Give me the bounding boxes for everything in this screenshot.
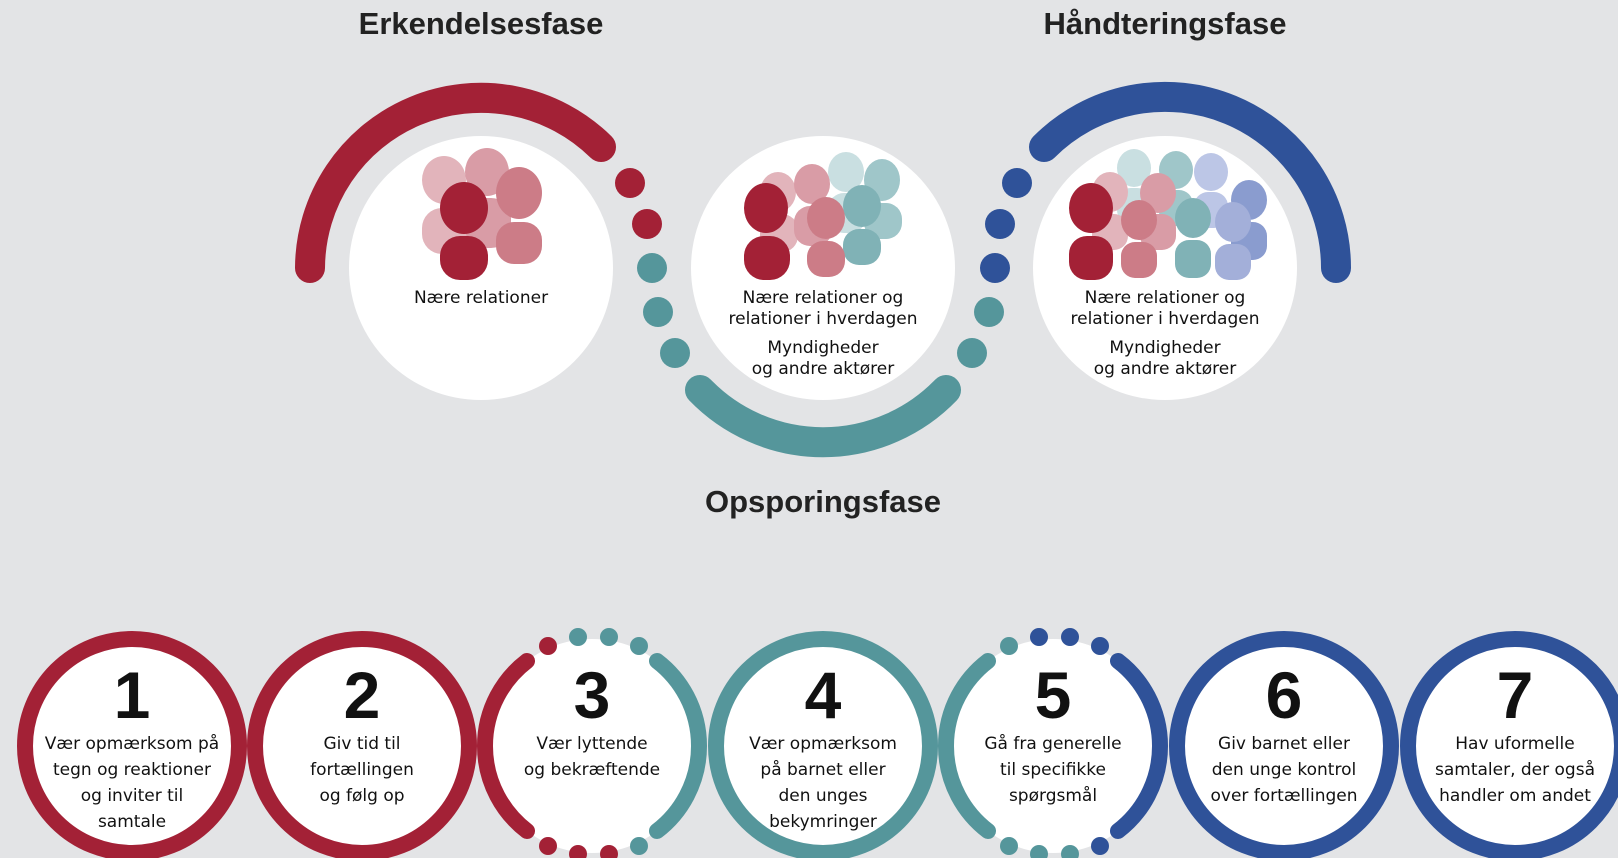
people-group-icon: [744, 152, 902, 280]
step-line: fortællingen: [310, 760, 414, 780]
label-line: Myndigheder: [1109, 338, 1221, 358]
step-ring-3-right-arc: [649, 653, 707, 839]
step-ring-7: [1400, 631, 1618, 858]
step-line: samtale: [97, 812, 167, 832]
step-line: Vær opmærksom på: [44, 734, 220, 754]
step-number-1: 1: [113, 658, 151, 732]
people-group-icon: [422, 148, 542, 280]
step-number-4: 4: [804, 658, 842, 732]
step-text-7: Hav uformelle samtaler, der også handler…: [1415, 731, 1615, 809]
step-line: den unges: [778, 786, 868, 806]
people-group-icon: [1069, 149, 1267, 280]
connector-dots-right: [957, 168, 1032, 368]
step-line: samtaler, der også: [1434, 760, 1595, 780]
step-line: Vær lyttende: [536, 734, 648, 754]
label-line: Nære relationer og: [742, 288, 904, 308]
label-line: relationer i hverdagen: [1070, 309, 1260, 329]
phase-title-tracing: Opsporingsfase: [705, 484, 941, 519]
tracing-arc: [685, 375, 961, 458]
step-rings: [17, 628, 1618, 858]
step-number-2: 2: [343, 658, 381, 732]
step-ring-3-left-arc: [477, 653, 535, 839]
step-ring-5-right-arc: [1110, 653, 1168, 839]
connector-dots-left: [615, 168, 690, 368]
step-line: Giv tid til: [323, 734, 401, 754]
circle-1-label: Nære relationer: [414, 288, 548, 309]
step-line: til specifikke: [1000, 760, 1106, 780]
step-line: Vær opmærksom: [749, 734, 897, 754]
step-text-6: Giv barnet eller den unge kontrol over f…: [1184, 731, 1384, 809]
step-number-7: 7: [1496, 658, 1534, 732]
step-number-6: 6: [1265, 658, 1303, 732]
step-line: handler om andet: [1439, 786, 1591, 806]
step-ring-2: [247, 631, 477, 858]
step-line: på barnet eller: [760, 760, 886, 780]
circle-3-label: Nære relationer og relationer i hverdage…: [1071, 288, 1260, 380]
label-line: Nære relationer: [413, 288, 549, 308]
step-line: bekymringer: [769, 812, 877, 832]
step-text-5: Gå fra generelle til specifikke spørgsmå…: [953, 731, 1153, 809]
step-ring-4: [708, 631, 938, 858]
label-line: Nære relationer og: [1084, 288, 1246, 308]
step-ring-1: [17, 631, 247, 858]
step-ring-5-left-arc: [938, 653, 996, 839]
step-text-2: Giv tid til fortællingen og følg op: [262, 731, 462, 809]
step-text-3: Vær lyttende og bekræftende: [492, 731, 692, 783]
step-line: over fortællingen: [1210, 786, 1358, 806]
label-line: relationer i hverdagen: [728, 309, 918, 329]
step-ring-6: [1169, 631, 1399, 858]
step-number-3: 3: [573, 658, 611, 732]
step-line: den unge kontrol: [1211, 760, 1357, 780]
step-line: tegn og reaktioner: [52, 760, 212, 780]
step-line: og følg op: [319, 786, 405, 806]
circle-2-label: Nære relationer og relationer i hverdage…: [729, 288, 918, 380]
step-number-5: 5: [1034, 658, 1072, 732]
step-text-1: Vær opmærksom på tegn og reaktioner og i…: [32, 731, 232, 835]
phase-title-recognition: Erkendelsesfase: [358, 6, 604, 41]
label-line: og andre aktører: [751, 359, 895, 379]
step-text-4: Vær opmærksom på barnet eller den unges …: [723, 731, 923, 835]
phase-title-handling: Håndteringsfase: [1043, 6, 1287, 41]
recognition-arc: [295, 82, 616, 283]
step-line: Hav uformelle: [1455, 734, 1575, 754]
label-line: og andre aktører: [1093, 359, 1237, 379]
step-line: og inviter til: [80, 786, 184, 806]
handling-arc: [1029, 81, 1351, 283]
step-line: Giv barnet eller: [1218, 734, 1350, 754]
label-line: Myndigheder: [767, 338, 879, 358]
step-line: Gå fra generelle: [984, 734, 1122, 754]
step-line: spørgsmål: [1008, 786, 1098, 806]
step-line: og bekræftende: [523, 760, 661, 780]
